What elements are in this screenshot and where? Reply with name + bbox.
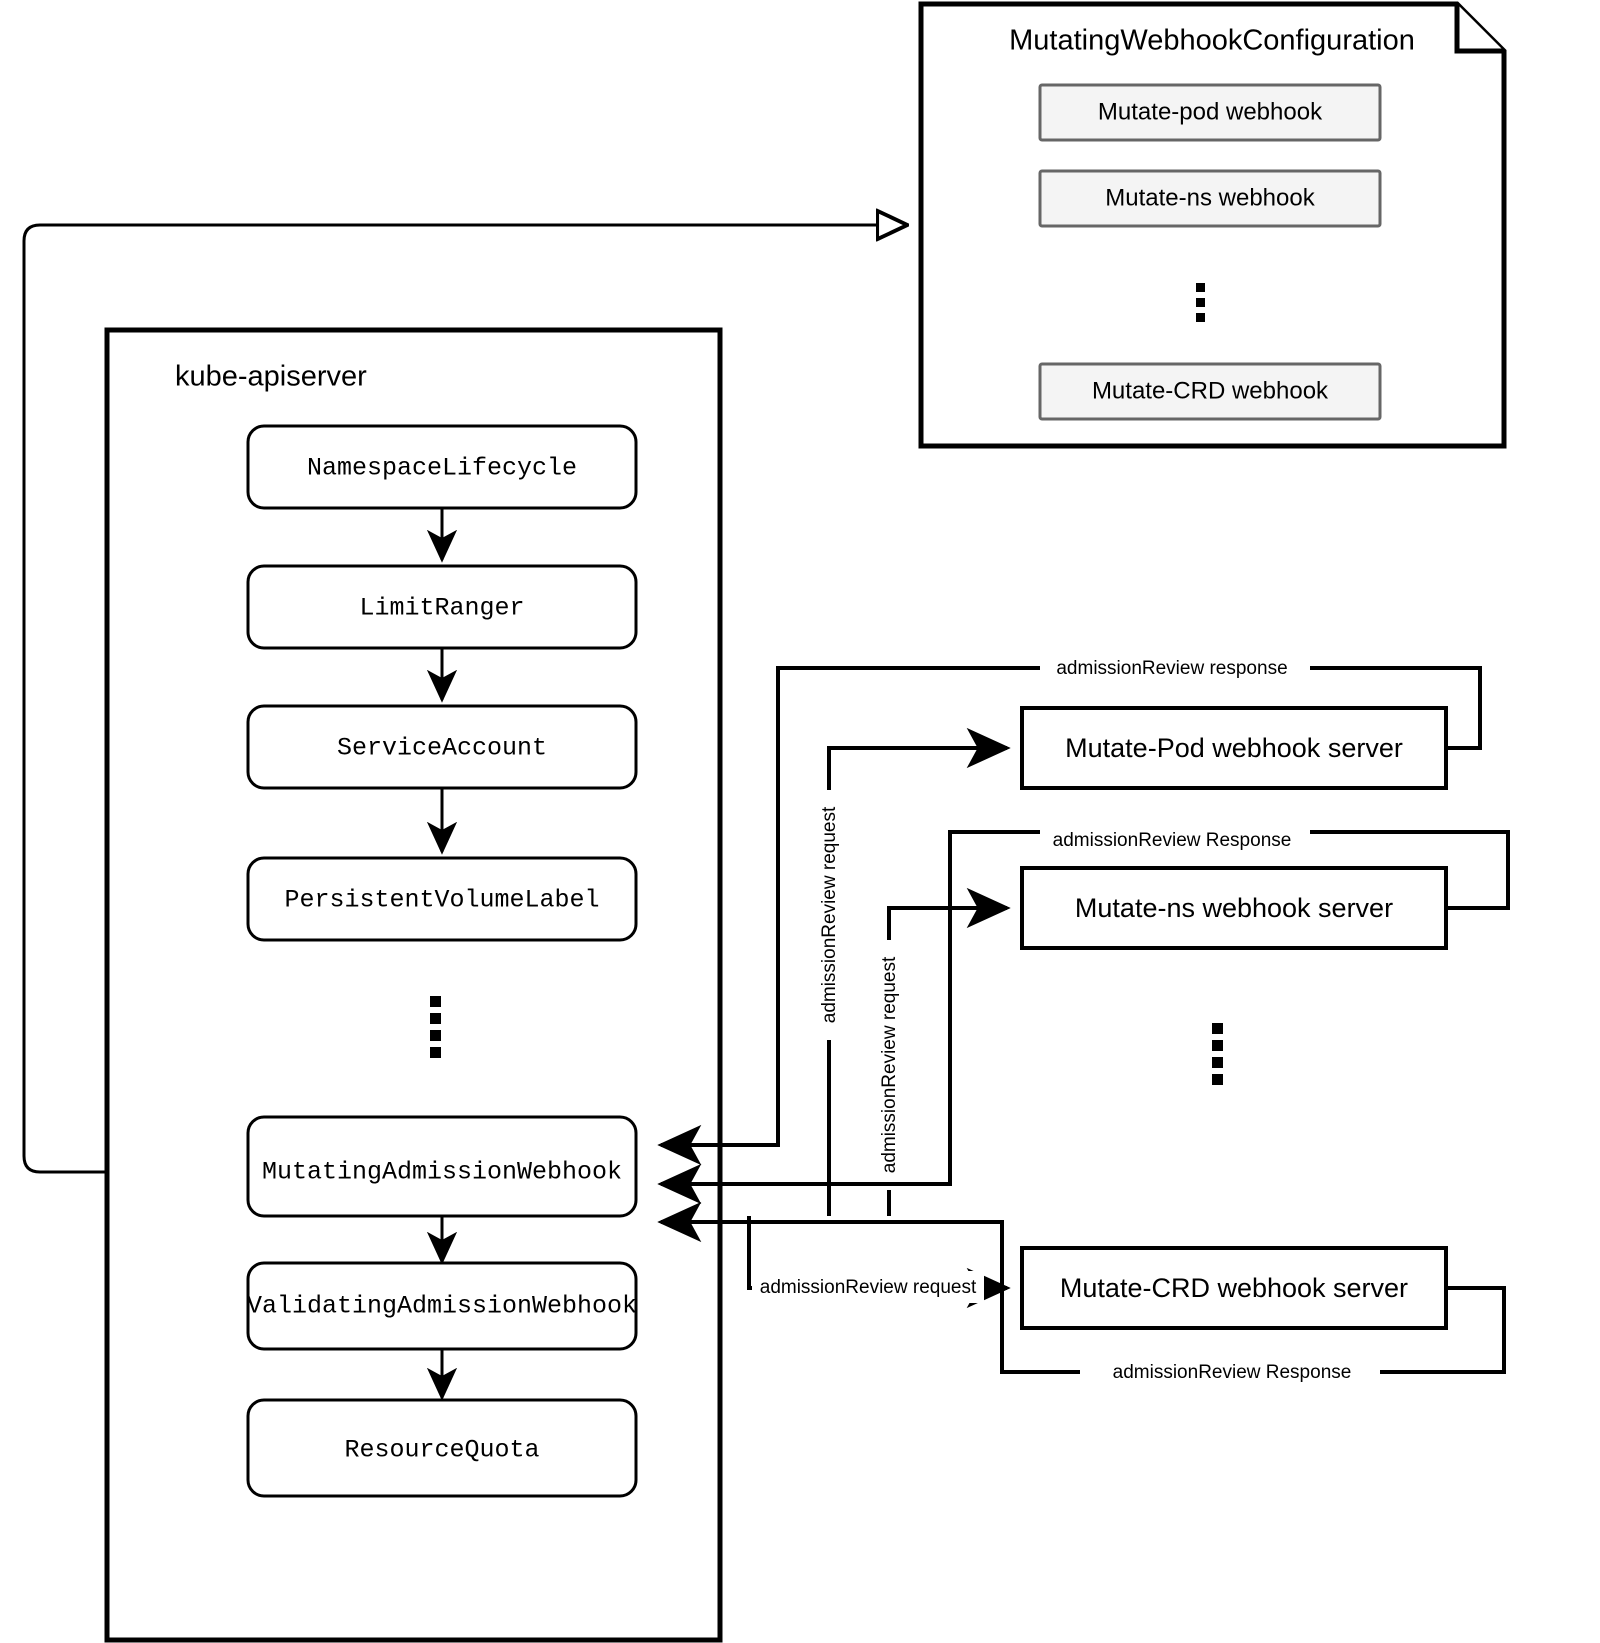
edge-request-mutate-pod: admissionReview request xyxy=(810,727,1011,1216)
plugin-serviceaccount-label: ServiceAccount xyxy=(337,734,547,763)
plugin-namespacelifecycle-label: NamespaceLifecycle xyxy=(307,454,577,483)
webhook-entry-mutate-ns[interactable] xyxy=(1038,169,1382,228)
edge-response-mutate-pod-label: admissionReview response xyxy=(1056,658,1287,679)
config-note-title: MutatingWebhookConfiguration xyxy=(1009,25,1415,57)
edge-response-mutate-ns: admissionReview Response xyxy=(657,824,1510,1205)
server-mutate-ns[interactable] xyxy=(1020,866,1448,950)
edge-request-mutate-ns-label: admissionReview request xyxy=(879,956,900,1173)
edge-response-mutate-pod: admissionReview response xyxy=(657,652,1482,1166)
edge-response-mutate-crd-label: admissionReview Response xyxy=(1113,1362,1352,1383)
webhook-entry-mutate-pod[interactable] xyxy=(1038,83,1382,142)
mutating-webhook-configuration-note: MutatingWebhookConfiguration Mutate-pod … xyxy=(918,1,1507,449)
webhook-entry-mutate-crd-label: Mutate-CRD webhook xyxy=(1092,377,1329,404)
webhook-servers: Mutate-Pod webhook server Mutate-ns webh… xyxy=(1020,706,1448,1330)
server-mutate-crd-label: Mutate-CRD webhook server xyxy=(1060,1273,1408,1303)
webhook-entry-mutate-ns-label: Mutate-ns webhook xyxy=(1105,184,1315,211)
config-note-ellipsis-icon xyxy=(1196,283,1205,322)
plugin-mutatingadmissionwebhook-label: MutatingAdmissionWebhook xyxy=(262,1158,622,1187)
plugin-limitranger-label: LimitRanger xyxy=(359,594,524,623)
server-mutate-ns-label: Mutate-ns webhook server xyxy=(1075,893,1393,923)
edge-request-mutate-crd-label: admissionReview request xyxy=(760,1277,977,1298)
edge-webhook-plugin-to-configuration xyxy=(22,225,906,1174)
webhook-entry-mutate-pod-label: Mutate-pod webhook xyxy=(1098,98,1323,125)
server-mutate-pod-label: Mutate-Pod webhook server xyxy=(1065,733,1403,763)
plugin-persistentvolumelabel[interactable] xyxy=(246,856,638,942)
plugin-resourcequota-label: ResourceQuota xyxy=(344,1436,539,1465)
edge-request-mutate-pod-label: admissionReview request xyxy=(819,806,840,1023)
server-mutate-pod[interactable] xyxy=(1020,706,1448,790)
servers-ellipsis-icon xyxy=(1212,1023,1223,1085)
webhook-entry-mutate-crd[interactable] xyxy=(1038,362,1382,421)
apiserver-ellipsis-icon xyxy=(430,996,441,1058)
edge-response-mutate-ns-label: admissionReview Response xyxy=(1053,830,1292,851)
plugin-persistentvolumelabel-label: PersistentVolumeLabel xyxy=(284,886,599,915)
plugin-validatingadmissionwebhook-label: ValidatingAdmissionWebhook xyxy=(247,1292,637,1321)
edge-request-mutate-ns: admissionReview request xyxy=(870,887,1011,1216)
edge-request-mutate-crd: admissionReview request xyxy=(747,1216,1011,1309)
plugin-resourcequota[interactable] xyxy=(246,1398,638,1498)
apiserver-title: kube-apiserver xyxy=(175,361,367,393)
edge-response-mutate-crd: admissionReview Response xyxy=(657,1201,1506,1388)
admission-plugin-chain: NamespaceLifecycle LimitRanger ServiceAc… xyxy=(246,424,638,1498)
